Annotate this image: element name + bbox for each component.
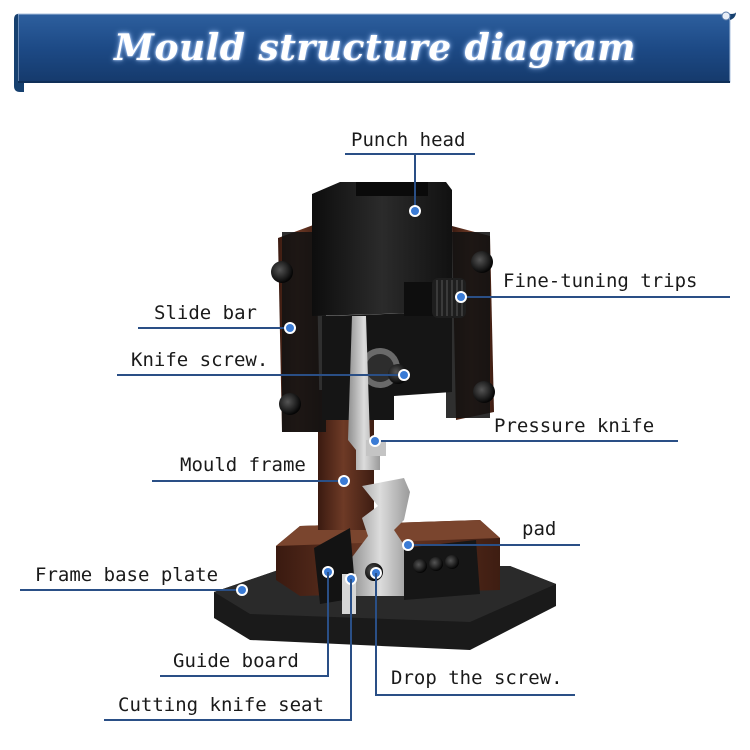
marker-slide-bar [286,324,294,332]
label-drop-the-screw: Drop the screw. [391,667,563,689]
label-guide-board: Guide board [173,650,299,672]
leader-slide-bar [138,327,290,329]
leader-punch-head-vertical [414,153,416,209]
marker-fine-tuning-trips [457,293,465,301]
leader-drop-the-screw-vertical [375,573,377,695]
label-mould-frame: Mould frame [180,454,306,476]
leader-guide-board-vertical [327,572,329,676]
label-cutting-knife-seat: Cutting knife seat [118,694,324,716]
label-pad: pad [522,518,556,540]
marker-punch-head [411,207,419,215]
label-frame-base-plate: Frame base plate [35,564,218,586]
leader-punch-head [345,153,475,155]
leader-pad [409,544,580,546]
leader-frame-base-plate [20,589,242,591]
label-pressure-knife: Pressure knife [494,415,654,437]
label-punch-head: Punch head [351,129,465,151]
label-slide-bar: Slide bar [154,302,257,324]
marker-knife-screw [400,371,408,379]
label-fine-tuning-trips: Fine-tuning trips [503,270,697,292]
leader-pressure-knife [376,440,678,442]
marker-pressure-knife [371,437,379,445]
marker-mould-frame [340,477,348,485]
leader-fine-tuning-trips [462,296,730,298]
leader-cutting-knife-seat-vertical [350,579,352,720]
marker-frame-base-plate [238,586,246,594]
leader-knife-screw [117,374,402,376]
marker-pad [404,541,412,549]
leader-drop-the-screw [375,694,575,696]
leader-mould-frame [152,480,344,482]
leader-guide-board [160,675,329,677]
label-knife-screw: Knife screw. [131,349,268,371]
leader-cutting-knife-seat [104,719,352,721]
